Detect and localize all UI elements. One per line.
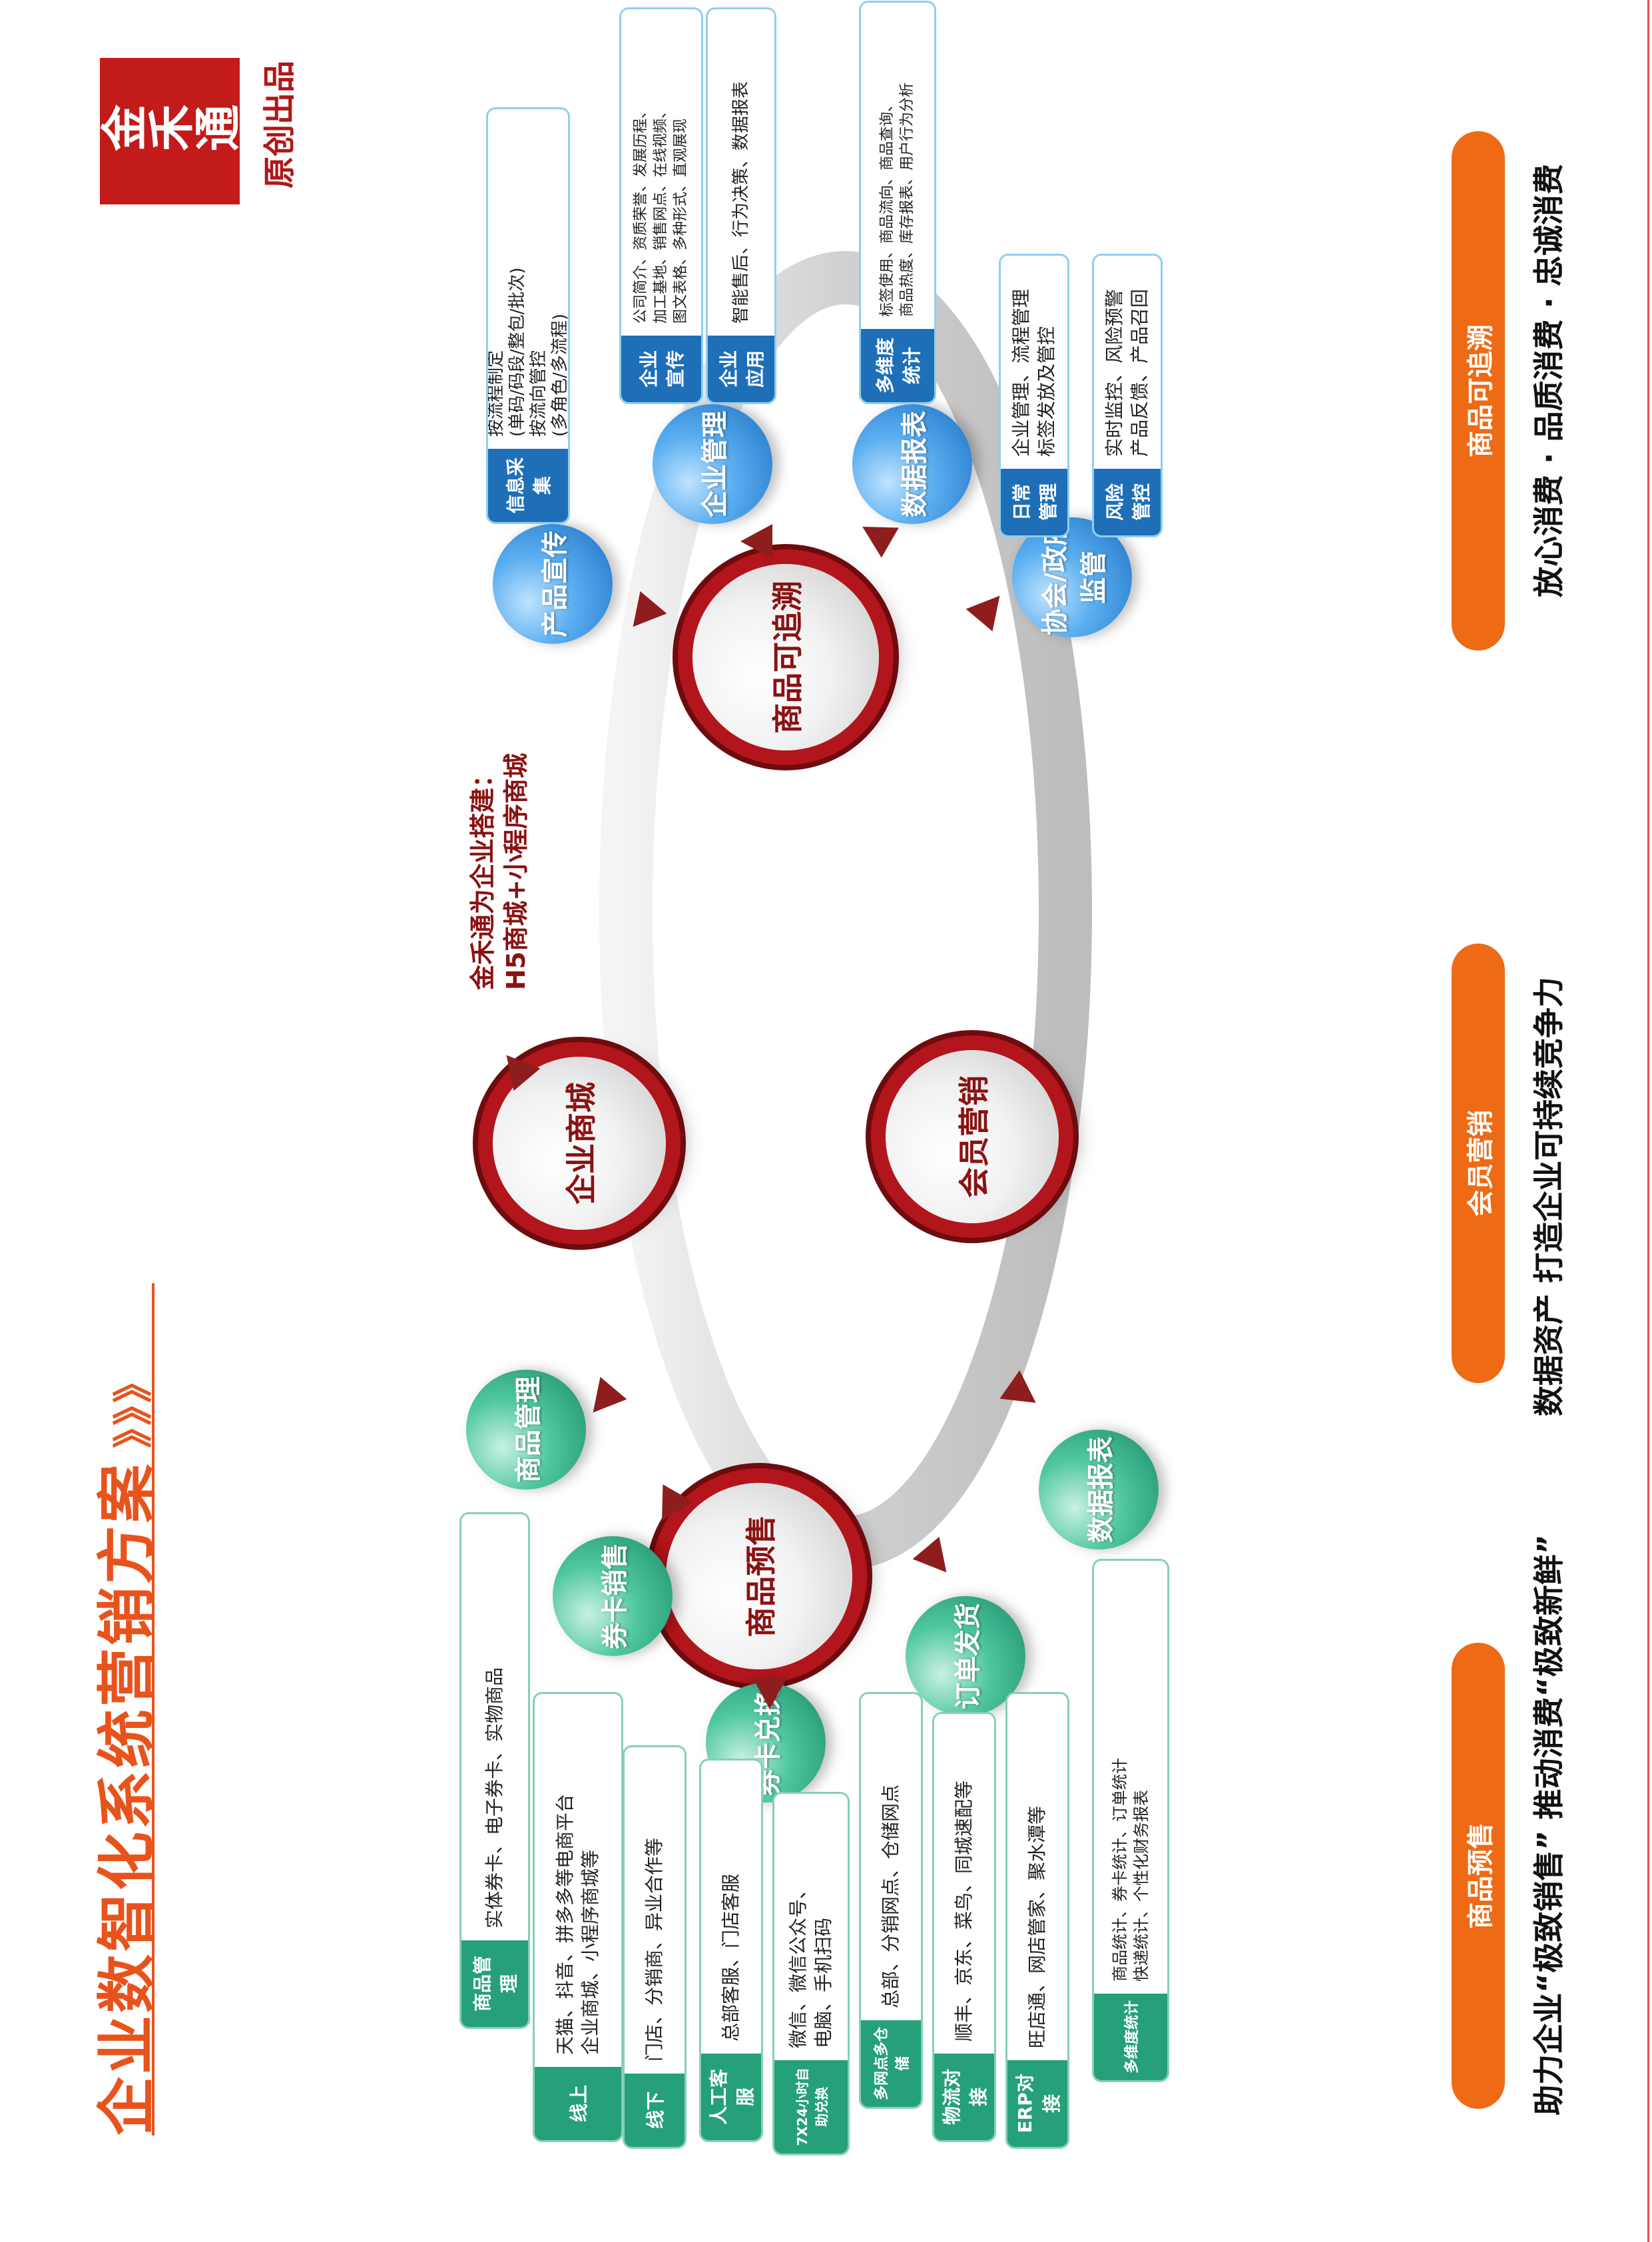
- node-product-management: 商品管理: [466, 1370, 586, 1490]
- arrow-3: [752, 1677, 787, 1709]
- box-enterprise-app: 企业应用 智能售后、行为决策、数据报表: [706, 7, 776, 404]
- stage-pill-member: 会员营销: [1452, 944, 1505, 1383]
- box-enterprise-promo: 企业宣传 公司简介、资质荣誉、发展历程、加工基地、销售网点、在线视频、图文表格、…: [619, 7, 703, 404]
- node-enterprise-management: 企业管理: [653, 404, 772, 524]
- box-daily-management: 日常管理 企业管理、流程管理标签发放及管控: [999, 254, 1069, 537]
- box-product-management: 商品管理 实体券卡、电子券卡、实物商品: [459, 1512, 530, 2029]
- node-data-report-trace: 数据报表: [852, 404, 972, 524]
- title-underline: [152, 1283, 154, 2135]
- hub-member: 会员营销: [886, 1050, 1059, 1223]
- edge-line: [1647, 0, 1649, 2242]
- box-multi-site: 多网点多仓储 总部、分销网点、仓储网点: [859, 1692, 923, 2109]
- hub-presale: 商品预售: [666, 1483, 852, 1669]
- mall-note: 金禾通为企业搭建：H5商城+小程序商城: [468, 752, 531, 990]
- box-risk-control: 风险管控 实时监控、风险预警产品反馈、产品召回: [1092, 254, 1163, 537]
- box-multi-stats: 多维度统计 商品统计、券卡统计、订单统计快递统计、个性化财务报表: [1092, 1559, 1169, 2082]
- box-manual-service: 人工客服 总部客服、门店客服: [699, 1759, 763, 2142]
- stage-pill-trace: 商品可追溯: [1452, 131, 1505, 651]
- box-multi-stats-trace: 多维度统计 标签使用、商品流向、商品查询、商品热度、库存报表、用户行为分析: [859, 1, 936, 404]
- node-card-sales: 券卡销售: [553, 1536, 673, 1656]
- original-label: 原创出品: [261, 61, 298, 189]
- brand-stamp: 金禾通: [100, 58, 240, 204]
- stage-pill-presale: 商品预售: [1452, 1643, 1505, 2109]
- box-logistics: 物流对接 顺丰、京东、菜鸟、同城速配等: [932, 1712, 996, 2142]
- arrow-7: [740, 524, 772, 559]
- node-data-report-presale: 数据报表: [1039, 1430, 1159, 1549]
- stage-slogan-trace: 放心消费 · 品质消费 · 忠诚消费: [1531, 163, 1567, 597]
- hub-trace: 商品可追溯: [692, 564, 879, 750]
- stage-slogan-member: 数据资产 打造企业可持续竞争力: [1531, 976, 1567, 1416]
- box-info-collect: 信息采集 按流程制定(单码/码段/整包/批次)按流向管控(多角色/多流程): [486, 107, 570, 524]
- stage-slogan-presale: 助力企业“极致销售” 推动消费“极致新鲜”: [1531, 1534, 1567, 2115]
- node-product-promo: 产品宣传: [493, 524, 613, 644]
- box-online: 线上 天猫、抖音、拼多多等电商平台企业商城、小程序商城等: [533, 1692, 623, 2142]
- box-offline: 线下 门店、分销商、异业合作等: [623, 1745, 687, 2149]
- box-self-redeem: 7X24小时自助兑换 微信、微信公众号、电脑、手机扫码: [772, 1792, 850, 2155]
- box-erp: ERP对接 旺店通、网店管家、聚水潭等: [1005, 1692, 1069, 2149]
